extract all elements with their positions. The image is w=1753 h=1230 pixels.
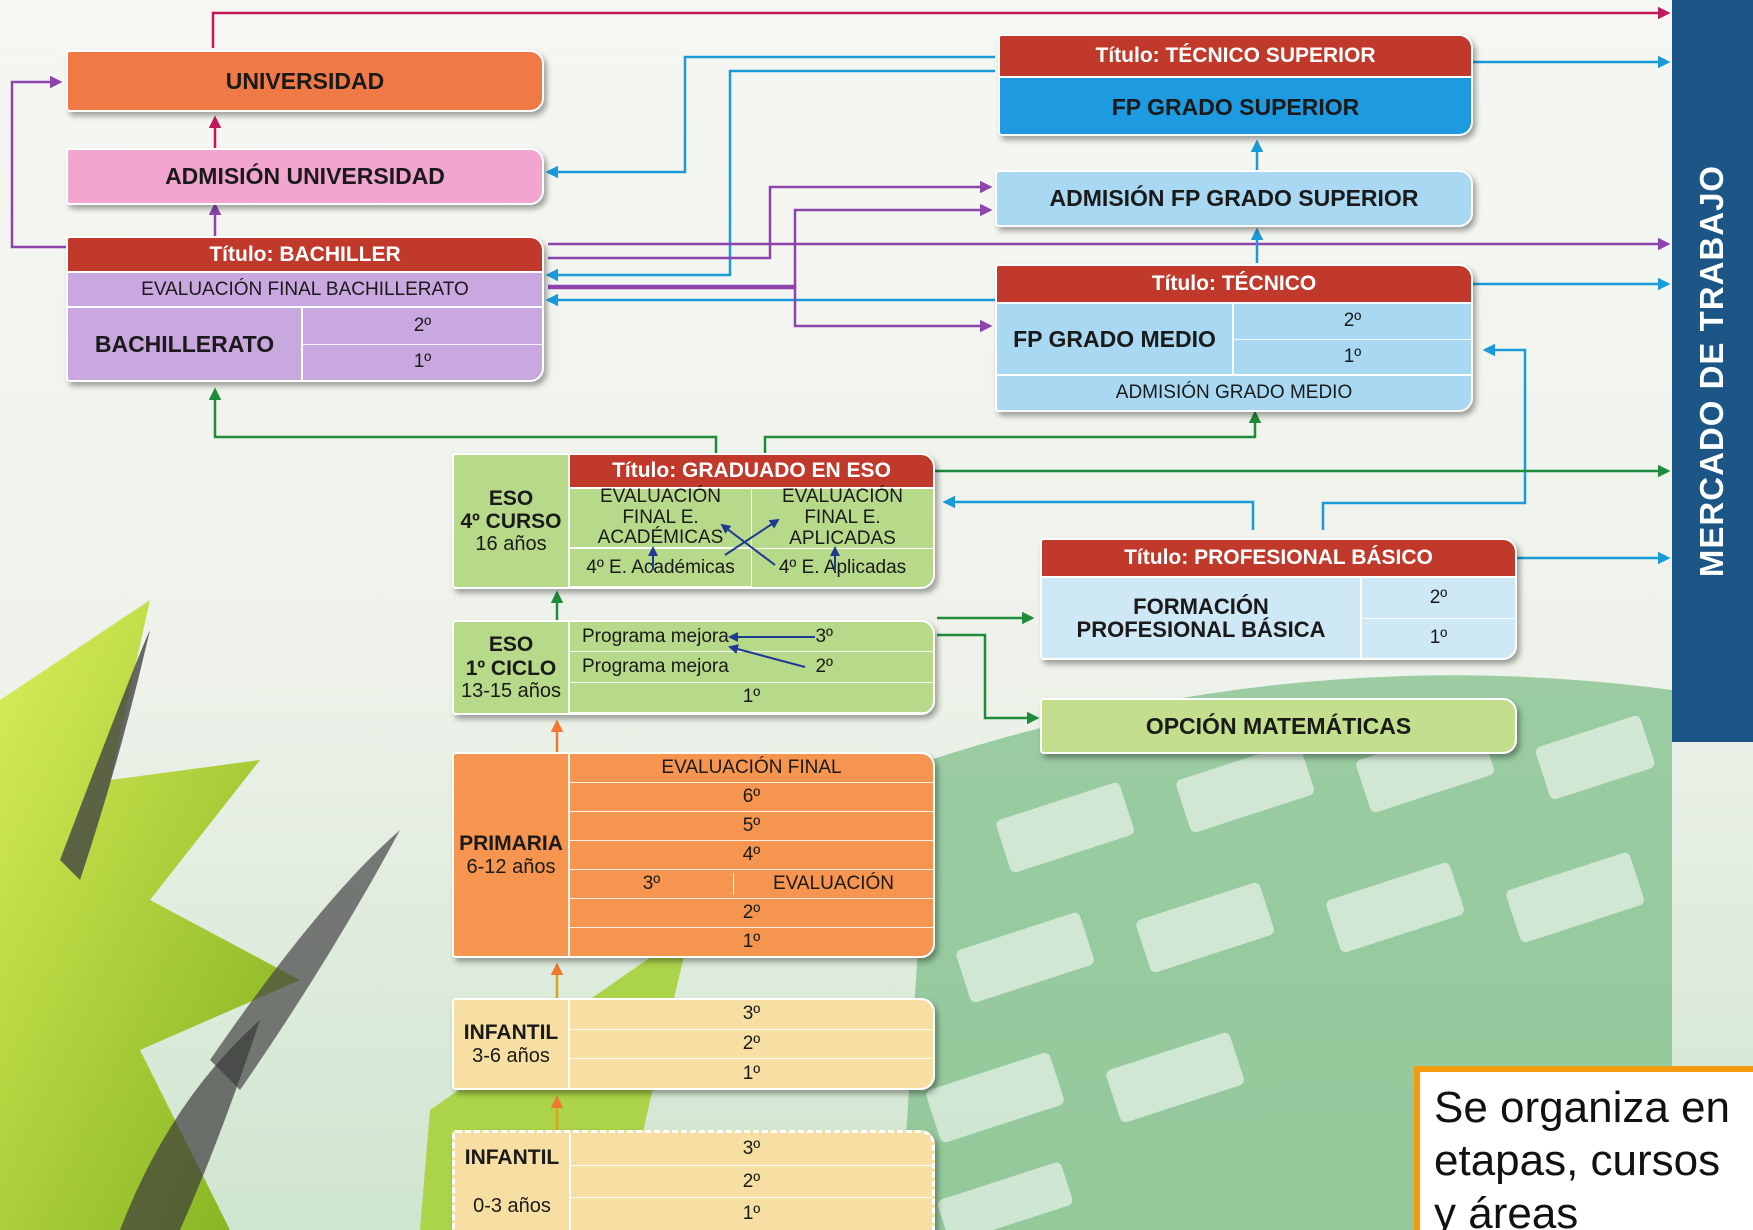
primaria-stage: PRIMARIA [459,832,563,856]
eso-academicas: 4º E. Académicas [570,549,752,587]
opcion-matematicas-label: OPCIÓN MATEMÁTICAS [1145,712,1412,739]
primaria-evaluacion-final: EVALUACIÓN FINAL [570,754,933,783]
eso-1-stage: ESO [488,633,534,657]
tecnico-title: Título: TÉCNICO [997,266,1471,304]
primaria-course-5: 5º [570,812,933,841]
fp-medio-course: 2º [1234,304,1471,340]
opcion-matematicas-box: OPCIÓN MATEMÁTICAS [1040,698,1517,754]
bachillerato-course: 1º [413,351,432,373]
eso-1-side: ESO 1º CICLO 13-15 años [454,622,570,713]
caption-note: Se organiza en etapas, cursos y áreas [1414,1066,1753,1230]
eso-4-stage: ESO [488,486,534,510]
primaria-course-2: 2º [570,899,933,928]
fp-basica-box: Título: PROFESIONAL BÁSICO FORMACIÓN PRO… [1040,538,1517,660]
mercado-de-trabajo-label: MERCADO DE TRABAJO [1693,164,1731,578]
infantil-3-6-stage: INFANTIL [463,1021,559,1045]
mercado-de-trabajo-panel: MERCADO DE TRABAJO [1672,0,1753,742]
fp-grado-superior-box: Título: TÉCNICO SUPERIOR FP GRADO SUPERI… [998,34,1473,136]
primaria-evaluacion: EVALUACIÓN [772,873,895,894]
graduado-eso-title: Título: GRADUADO EN ESO [570,455,933,489]
primaria-course-6: 6º [570,783,933,812]
infantil-3-6-course: 3º [570,1000,933,1030]
admision-universidad-box: ADMISIÓN UNIVERSIDAD [66,148,544,205]
profesional-basico-title: Título: PROFESIONAL BÁSICO [1042,540,1515,578]
primaria-course-4: 4º [570,841,933,870]
eso-4-course: 4º CURSO [460,510,562,533]
infantil-0-3-course: 2º [571,1166,932,1199]
infantil-0-3-course: 3º [571,1133,932,1166]
programa-mejora: Programa mejora [582,625,729,647]
fp-basica-course: 2º [1362,578,1515,619]
admision-fp-superior-box: ADMISIÓN FP GRADO SUPERIOR [995,170,1473,227]
eso-1-age: 13-15 años [460,679,562,702]
universidad-box: UNIVERSIDAD [66,50,544,112]
admision-universidad-label: ADMISIÓN UNIVERSIDAD [165,163,445,190]
fp-medio-course: 1º [1343,345,1362,367]
fp-basica-label: FORMACIÓN PROFESIONAL BÁSICA [1042,578,1362,658]
infantil-3-6-course: 2º [570,1030,933,1060]
infantil-0-3-course: 1º [742,1203,761,1225]
fp-grado-medio-box: Título: TÉCNICO FP GRADO MEDIO 2º 1º ADM… [995,264,1473,412]
classroom-desks-illustration [926,715,1655,1230]
eso-4-age: 16 años [475,533,547,556]
primaria-row-3: 3º EVALUACIÓN [570,870,933,899]
primaria-side: PRIMARIA 6-12 años [454,754,570,956]
bachillerato-box: Título: BACHILLER EVALUACIÓN FINAL BACHI… [66,236,544,382]
infantil-0-3-side: INFANTIL 0-3 años [455,1133,571,1230]
admision-fp-superior-label: ADMISIÓN FP GRADO SUPERIOR [1049,185,1419,212]
bachillerato-label: BACHILLERATO [68,308,303,380]
bachillerato-course: 2º [303,308,542,345]
eso-1-ciclo-box: ESO 1º CICLO 13-15 años Programa mejora … [452,620,935,715]
primaria-age: 6-12 años [466,855,556,878]
eval-aplicadas: EVALUACIÓN FINAL E. APLICADAS [781,486,904,549]
eso-4-box: ESO 4º CURSO 16 años Título: GRADUADO EN… [452,453,935,589]
programa-mejora: Programa mejora [582,655,729,677]
infantil-3-6-box: INFANTIL 3-6 años 3º 2º 1º [452,998,935,1090]
primaria-course-3: 3º [570,873,734,895]
eso-4-side: ESO 4º CURSO 16 años [454,455,570,587]
eso-row-2: Programa mejora 2º [570,652,933,683]
eso-course-1: 1º [570,683,933,713]
bachillerato-evaluation: EVALUACIÓN FINAL BACHILLERATO [68,273,542,308]
eso-course-3: 3º [815,625,833,647]
fp-basica-course: 1º [1429,627,1448,649]
eso-course-2: 2º [815,655,833,677]
fp-grado-medio-label: FP GRADO MEDIO [997,304,1234,374]
infantil-0-3-box: INFANTIL 0-3 años 3º 2º 1º [452,1130,935,1230]
eso-crossing-arrows [648,518,840,570]
admision-grado-medio: ADMISIÓN GRADO MEDIO [1115,382,1353,403]
infantil-0-3-age: 0-3 años [473,1195,551,1218]
eval-academicas: EVALUACIÓN FINAL E. ACADÉMICAS [570,486,752,548]
infantil-3-6-age: 3-6 años [472,1044,550,1067]
eso-aplicadas: 4º E. Aplicadas [778,557,907,578]
infantil-0-3-stage: INFANTIL [464,1145,560,1169]
primaria-course-1: 1º [742,931,761,952]
infantil-3-6-side: INFANTIL 3-6 años [454,1000,570,1088]
infantil-3-6-course: 1º [742,1062,761,1084]
tecnico-superior-title: Título: TÉCNICO SUPERIOR [1000,36,1471,78]
universidad-label: UNIVERSIDAD [225,67,385,94]
bachiller-title: Título: BACHILLER [68,238,542,273]
eso-1-cycle: 1º CICLO [465,656,557,680]
programa-mejora-arrows [728,632,815,668]
primaria-box: PRIMARIA 6-12 años EVALUACIÓN FINAL 6º 5… [452,752,935,958]
fp-grado-superior-label: FP GRADO SUPERIOR [1111,93,1360,120]
